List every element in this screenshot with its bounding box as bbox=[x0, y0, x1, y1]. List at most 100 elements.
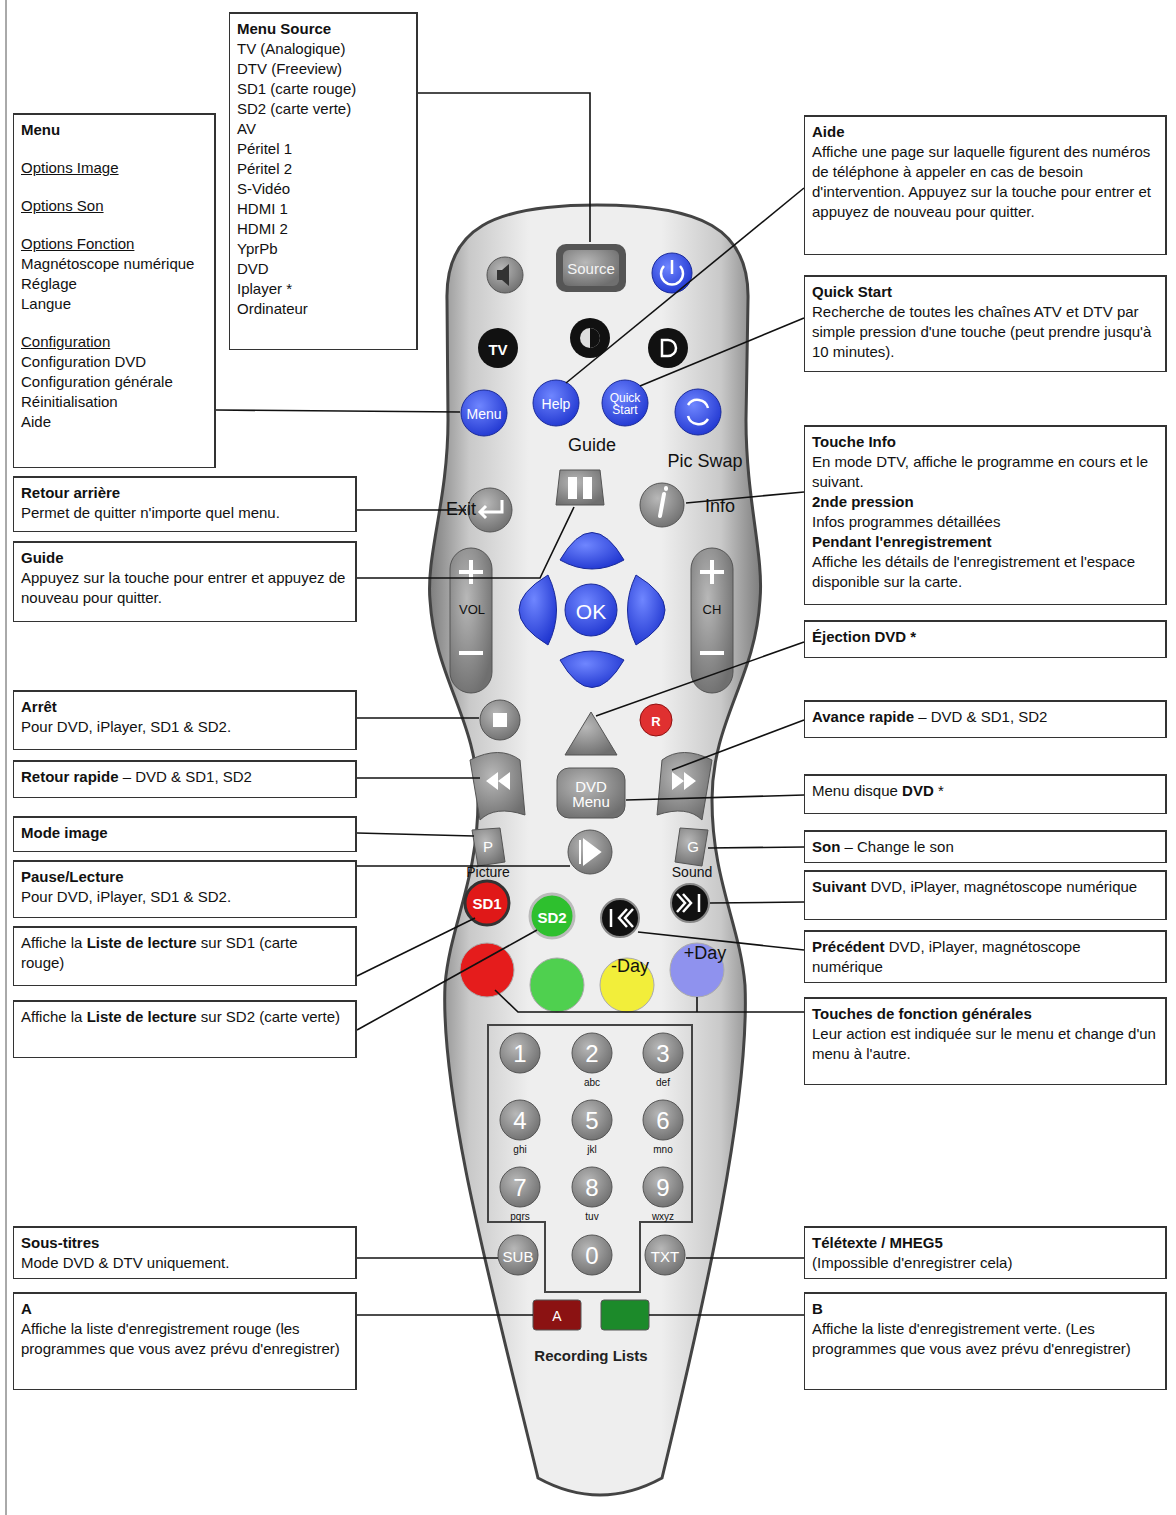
callout-text: S-Vidéo bbox=[237, 179, 409, 199]
callout-heading: 2nde pression bbox=[812, 492, 1158, 512]
key-button bbox=[498, 1235, 538, 1275]
button-label: CH bbox=[703, 603, 722, 616]
button-label: DVD Menu bbox=[567, 779, 615, 809]
callout-heading: Retour arrière bbox=[21, 483, 348, 503]
callout-heading: A bbox=[21, 1299, 348, 1319]
button-label: mno bbox=[653, 1145, 672, 1155]
button-label: ghi bbox=[513, 1145, 526, 1155]
callout-text: Options Fonction bbox=[21, 234, 207, 254]
callout-box: Touches de fonction généralesLeur action… bbox=[804, 997, 1167, 1085]
callout-text: YprPb bbox=[237, 239, 409, 259]
callout-text: Ordinateur bbox=[237, 299, 409, 319]
key-button bbox=[645, 1235, 685, 1275]
callout-text: HDMI 2 bbox=[237, 219, 409, 239]
callout-box: Éjection DVD * bbox=[804, 620, 1167, 658]
callout-text: Recherche de toutes les chaînes ATV et D… bbox=[812, 302, 1158, 362]
callout-heading: Liste de lecture bbox=[87, 1008, 197, 1025]
button-label: SD1 bbox=[472, 896, 501, 911]
callout-text: (Impossible d'enregistrer cela) bbox=[812, 1253, 1158, 1273]
callout-text: Affiche la liste d'enregistrement rouge … bbox=[21, 1319, 348, 1359]
callout-text: – Change le son bbox=[845, 838, 954, 855]
callout-heading: Menu Source bbox=[237, 19, 409, 39]
callout-heading: Pause/Lecture bbox=[21, 867, 348, 887]
callout-box: Quick StartRecherche de toutes les chaîn… bbox=[804, 275, 1167, 372]
callout-text: En mode DTV, affiche le programme en cou… bbox=[812, 452, 1158, 492]
button-label: Quick Start bbox=[607, 392, 643, 416]
callout-text: Affiche la bbox=[21, 1008, 82, 1025]
callout-text: Magnétoscope numérique bbox=[21, 254, 207, 274]
callout-heading: Quick Start bbox=[812, 282, 1158, 302]
button-label: TXT bbox=[651, 1249, 679, 1264]
callout-box: Touche InfoEn mode DTV, affiche le progr… bbox=[804, 425, 1167, 605]
button-label: SUB bbox=[503, 1249, 534, 1264]
button-label: 8 bbox=[585, 1176, 598, 1200]
button-label: Help bbox=[542, 397, 571, 411]
callout-text: sur SD2 (carte verte) bbox=[201, 1008, 340, 1025]
callout-text: Péritel 2 bbox=[237, 159, 409, 179]
callout-box: Menu SourceTV (Analogique)DTV (Freeview)… bbox=[229, 12, 418, 350]
button-label: 9 bbox=[656, 1176, 669, 1200]
button-label: Exit bbox=[446, 500, 476, 518]
callout-text: Pour DVD, iPlayer, SD1 & SD2. bbox=[21, 717, 348, 737]
button-label: 3 bbox=[656, 1042, 669, 1066]
button-label: SD2 bbox=[537, 910, 566, 925]
callout-box: Affiche la Liste de lecturesur SD2 (carte… bbox=[13, 1000, 357, 1058]
callout-box: AAffiche la liste d'enregistrement rouge… bbox=[13, 1292, 357, 1390]
button-label: 0 bbox=[585, 1244, 598, 1268]
button-label: G bbox=[687, 839, 699, 854]
callout-text: – DVD & SD1, SD2 bbox=[123, 768, 252, 785]
callout-heading: Retour rapide bbox=[21, 768, 119, 785]
button-label: abc bbox=[584, 1078, 600, 1088]
callout-text: DVD, iPlayer, magnétoscope numérique bbox=[870, 878, 1137, 895]
callout-text: DTV (Freeview) bbox=[237, 59, 409, 79]
callout-text: Infos programmes détaillées bbox=[812, 512, 1158, 532]
callout-text: Menu disque bbox=[812, 782, 898, 799]
callout-heading: DVD bbox=[902, 782, 934, 799]
callout-heading: Arrêt bbox=[21, 697, 348, 717]
key-button bbox=[572, 1167, 612, 1207]
callout-box: Télétexte / MHEG5(Impossible d'enregistr… bbox=[804, 1226, 1167, 1279]
button-label: R bbox=[651, 715, 660, 728]
button-label: wxyz bbox=[652, 1212, 674, 1222]
button-label: jkl bbox=[587, 1145, 596, 1155]
callout-box: Menu disqueDVD* bbox=[804, 774, 1167, 814]
callout-box: Sous-titresMode DVD & DTV uniquement. bbox=[13, 1226, 357, 1279]
callout-text: Péritel 1 bbox=[237, 139, 409, 159]
callout-text: AV bbox=[237, 119, 409, 139]
callout-text: Permet de quitter n'importe quel menu. bbox=[21, 503, 348, 523]
callout-box: Mode image bbox=[13, 816, 357, 852]
callout-heading: Liste de lecture bbox=[87, 934, 197, 951]
callout-text: Options Son bbox=[21, 196, 207, 216]
callout-text: Pour DVD, iPlayer, SD1 & SD2. bbox=[21, 887, 348, 907]
page-rule bbox=[6, 0, 7, 1515]
callout-box: PrécédentDVD, iPlayer, magnétoscope numé… bbox=[804, 930, 1167, 983]
button-label: Info bbox=[705, 497, 735, 515]
key-button bbox=[500, 1033, 540, 1073]
callout-text: SD2 (carte verte) bbox=[237, 99, 409, 119]
callout-heading: Guide bbox=[21, 548, 348, 568]
callout-text: Configuration bbox=[21, 332, 207, 352]
key-button bbox=[572, 1033, 612, 1073]
callout-heading: Sous-titres bbox=[21, 1233, 348, 1253]
callout-heading: Précédent bbox=[812, 938, 885, 955]
button-label: Picture bbox=[466, 865, 510, 879]
callout-heading: Télétexte / MHEG5 bbox=[812, 1233, 1158, 1253]
button-label: 1 bbox=[513, 1042, 526, 1066]
callout-text: Mode DVD & DTV uniquement. bbox=[21, 1253, 348, 1273]
callout-text: – DVD & SD1, SD2 bbox=[918, 708, 1047, 725]
button-label: tuv bbox=[585, 1212, 598, 1222]
callout-box: GuideAppuyez sur la touche pour entrer e… bbox=[13, 541, 357, 622]
button-label: Pic Swap bbox=[667, 452, 742, 470]
callout-text: Appuyez sur la touche pour entrer et app… bbox=[21, 568, 348, 608]
callout-box: Retour arrièrePermet de quitter n'import… bbox=[13, 476, 357, 532]
button-label: 6 bbox=[656, 1109, 669, 1133]
key-button bbox=[572, 1100, 612, 1140]
callout-box: ArrêtPour DVD, iPlayer, SD1 & SD2. bbox=[13, 690, 357, 750]
button-label: Menu bbox=[466, 407, 501, 421]
callout-text: * bbox=[938, 782, 944, 799]
callout-text: Affiche la bbox=[21, 934, 82, 951]
callout-box: BAffiche la liste d'enregistrement verte… bbox=[804, 1292, 1167, 1390]
callout-text: Options Image bbox=[21, 158, 207, 178]
button-label: OK bbox=[576, 601, 606, 622]
button-label: 4 bbox=[513, 1109, 526, 1133]
